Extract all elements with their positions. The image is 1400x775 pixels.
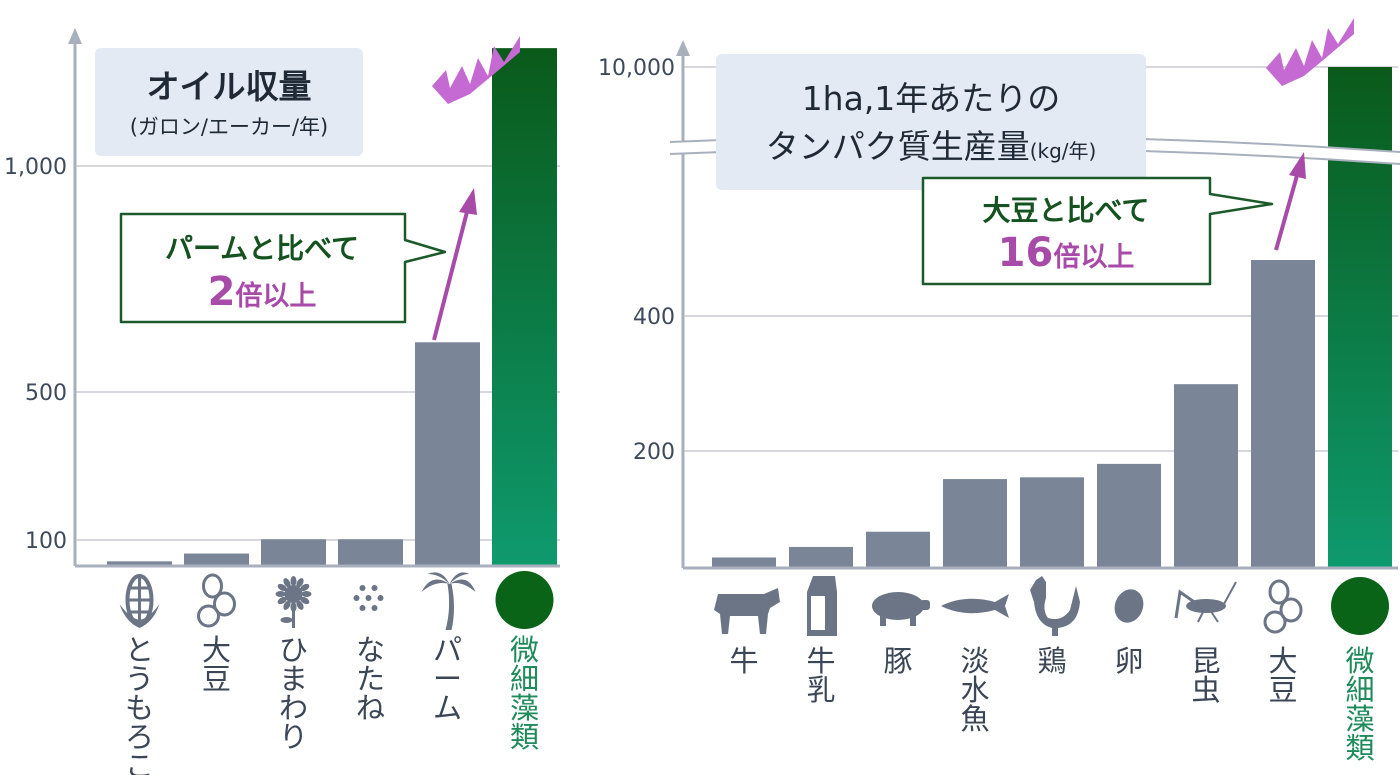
c2-bar	[1097, 463, 1161, 568]
chart2-title: 1ha,1年あたりの	[802, 79, 1061, 118]
chart1-sparkle-icon	[432, 36, 520, 104]
chart2-callout: 大豆と比べて 16倍以上	[921, 176, 1274, 286]
fish-icon	[941, 594, 1009, 618]
c1-bar	[338, 539, 403, 566]
chart1-subtitle: (ガロン/エーカー/年)	[130, 115, 329, 139]
chart2-title-line2: タンパク質生産量(kg/年)	[766, 127, 1097, 166]
c1-category-label: パーム	[433, 633, 462, 725]
c2-bar-algae	[1328, 67, 1392, 568]
chart1-callout-number: 2	[208, 269, 236, 315]
c2-category-label: 大豆	[1268, 644, 1297, 707]
c2-bar	[789, 546, 853, 568]
c2-category-label: 淡水魚	[960, 644, 989, 736]
chart1-callout: パームと比べて 2倍以上	[119, 212, 447, 324]
chart1-category-labels: とうもろこし 大豆 ひまわり なたね パーム 微細藻類	[125, 633, 539, 775]
chart1-title-box: オイル収量 (ガロン/エーカー/年)	[95, 48, 363, 156]
chart1-tick-labels: 100 500 1,000	[4, 155, 67, 554]
chart2-callout-multiplier: 16倍以上	[998, 230, 1135, 276]
c1-category-label: ひまわり	[279, 633, 308, 754]
chart1-category-icons	[119, 571, 554, 630]
chart1-callout-suffix: 倍以上	[235, 280, 316, 312]
chart2-arrow	[1274, 152, 1306, 251]
c1-bar	[107, 561, 172, 566]
chart1-title: オイル収量	[147, 67, 312, 106]
corn-icon	[119, 574, 160, 628]
c1-category-label: なたね	[356, 633, 385, 725]
soybean-icon	[197, 573, 236, 628]
c1-ytick-label: 500	[25, 381, 67, 406]
c1-category-label: 大豆	[202, 633, 231, 696]
c2-bar	[1174, 384, 1238, 568]
rapeseed-icon	[353, 585, 384, 611]
c2-bar	[712, 557, 776, 568]
c2-bar	[1251, 260, 1315, 568]
c2-category-label: 微細藻類	[1345, 644, 1374, 765]
chart2-title-box: 1ha,1年あたりの タンパク質生産量(kg/年)	[716, 54, 1146, 190]
chart2-callout-suffix: 倍以上	[1053, 241, 1134, 273]
chart1-callout-text: パームと比べて	[165, 232, 359, 265]
algae-circle-icon	[495, 571, 554, 629]
c2-bar	[1020, 477, 1084, 568]
chart1-axes	[68, 28, 560, 568]
chart2-callout-number: 16	[998, 230, 1054, 276]
c2-ytick-label: 200	[633, 440, 675, 465]
c2-category-label: 鶏	[1037, 644, 1066, 678]
chart2-callout-text: 大豆と比べて	[983, 194, 1150, 227]
chart2-tick-labels: 200 400 10,000	[598, 56, 675, 465]
egg-icon	[1114, 589, 1144, 623]
c2-bar	[866, 531, 930, 568]
chart2-title2: タンパク質生産量	[766, 127, 1030, 166]
chart2-sparkle-icon	[1266, 18, 1354, 86]
sunflower-icon	[275, 576, 312, 628]
c1-category-label: とうもろこし	[125, 633, 154, 775]
chart2-unit: (kg/年)	[1030, 139, 1097, 163]
c1-bar	[184, 553, 249, 566]
c2-category-label: 卵	[1114, 644, 1143, 678]
c2-bar	[943, 479, 1007, 568]
palm-tree-icon	[421, 572, 476, 630]
c2-category-label: 昆虫	[1191, 644, 1220, 707]
pig-icon	[872, 592, 930, 626]
c2-category-label: 牛乳	[806, 644, 835, 707]
c1-bar	[261, 539, 326, 566]
c1-ytick-label: 1,000	[4, 155, 67, 180]
c2-ytick-label: 400	[633, 305, 675, 330]
milk-carton-icon	[807, 576, 837, 636]
algae-circle-icon	[1331, 577, 1389, 635]
chart1-arrow	[432, 188, 477, 341]
c2-category-label: 牛	[729, 644, 758, 678]
cow-icon	[714, 588, 780, 634]
c1-bar-algae	[492, 48, 557, 566]
c2-ytick-label: 10,000	[598, 56, 675, 81]
chart2-category-icons	[714, 576, 1389, 636]
soybean-icon	[1263, 579, 1303, 634]
chart1-bars	[107, 48, 557, 566]
cricket-icon	[1174, 581, 1237, 623]
chart1-callout-multiplier: 2倍以上	[208, 269, 317, 315]
c1-ytick-label: 100	[25, 529, 67, 554]
c1-category-label: 微細藻類	[510, 633, 539, 754]
rooster-icon	[1030, 576, 1080, 636]
c1-bar	[415, 342, 480, 566]
c2-category-label: 豚	[883, 644, 912, 678]
